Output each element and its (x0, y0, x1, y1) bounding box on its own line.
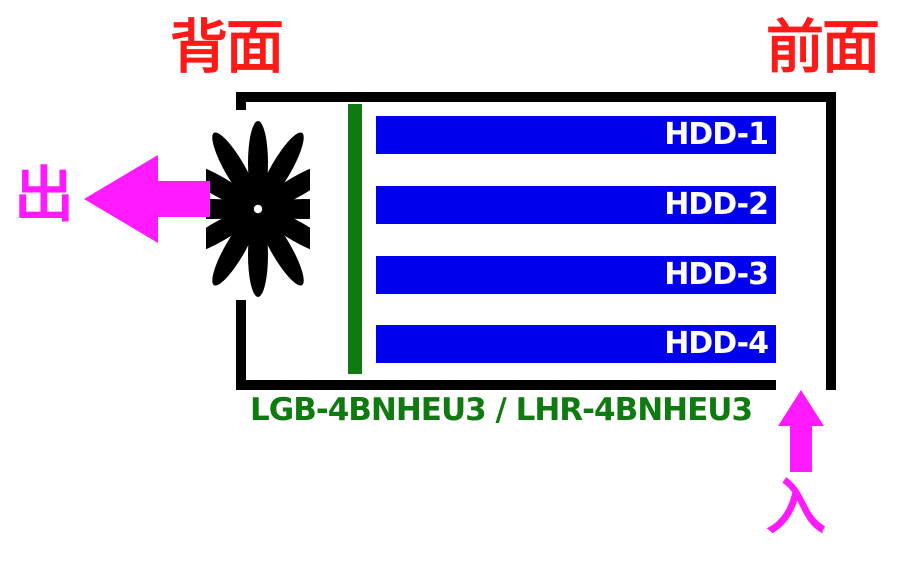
front-label: 前面 (766, 13, 880, 81)
enclosure-left-wall-upper (236, 92, 246, 110)
enclosure-right-wall (826, 92, 836, 390)
fan-icon (206, 121, 310, 297)
hdd-slot-3: HDD-3 (376, 256, 776, 294)
airflow-out-label: 出 (14, 161, 74, 231)
airflow-in-arrow-icon (778, 390, 824, 472)
hdd-slot-4: HDD-4 (376, 325, 776, 363)
airflow-in-label: 入 (766, 473, 826, 543)
back-label: 背面 (170, 13, 284, 81)
enclosure-top-wall (236, 92, 836, 102)
enclosure-bottom-wall (236, 380, 776, 390)
hdd-slot-2: HDD-2 (376, 186, 776, 224)
model-name: LGB-4BNHEU3 / LHR-4BNHEU3 (250, 392, 753, 428)
enclosure-left-wall-lower (236, 300, 246, 390)
backplane (348, 104, 362, 374)
hdd-slot-1: HDD-1 (376, 116, 776, 154)
airflow-out-arrow-icon (84, 155, 210, 243)
